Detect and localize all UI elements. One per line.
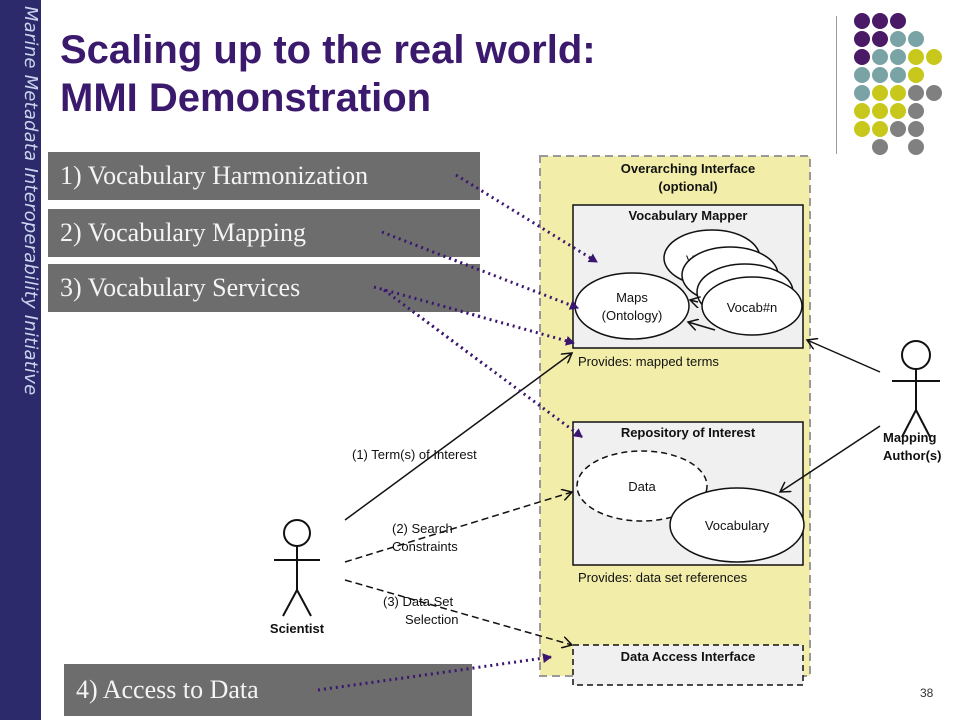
dot: [872, 103, 888, 119]
vocab-n-ellipse: [701, 276, 803, 336]
data-access-title: Data Access Interface: [621, 649, 756, 664]
sidebar-title: Marine Metadata Interoperability Initiat…: [20, 6, 41, 396]
page-number: 38: [920, 686, 934, 700]
label-vocabulary-services: 3) Vocabulary Services: [48, 264, 480, 312]
slide-title: Scaling up to the real world: MMI Demons…: [60, 26, 820, 122]
dot: [872, 139, 888, 155]
data-access-box: [572, 644, 804, 686]
overarching-title-line2: (optional): [658, 179, 717, 194]
search-constraints-arrow: [344, 492, 572, 563]
dot: [890, 121, 906, 137]
ontology-label: (Ontology): [602, 308, 663, 323]
overarching-title-line1: Overarching Interface: [621, 161, 755, 176]
dot: [854, 31, 870, 47]
search-constraints-line1: (2) Search: [392, 521, 453, 536]
dot: [854, 49, 870, 65]
callout-arrow-mapping: [381, 230, 579, 310]
term-of-interest-arrow: [344, 353, 572, 521]
dot: [854, 85, 870, 101]
dot: [908, 139, 924, 155]
dataset-selection-line2: Selection: [405, 612, 458, 627]
dot: [908, 31, 924, 47]
label-vocabulary-harmonization: 1) Vocabulary Harmonization: [48, 152, 480, 200]
dot: [854, 67, 870, 83]
mapping-authors-line1: Mapping: [883, 430, 936, 445]
scientist-label: Scientist: [270, 621, 325, 636]
vocabulary-label: Vocabulary: [705, 518, 770, 533]
dot: [854, 103, 870, 119]
data-ellipse: [576, 450, 708, 522]
dot: [854, 13, 870, 29]
dot: [908, 121, 924, 137]
maps-ontology-ellipse: [574, 272, 690, 340]
author-to-mapper-arrow: [807, 340, 881, 373]
mapping-author-actor-icon: [892, 340, 940, 438]
provides-data-set-references: Provides: data set references: [578, 570, 748, 585]
label-access-to-data: 4) Access to Data: [64, 664, 472, 716]
repository-title: Repository of Interest: [621, 425, 756, 440]
dot: [926, 49, 942, 65]
dot: [890, 103, 906, 119]
dot: [908, 49, 924, 65]
provides-mapped-terms: Provides: mapped terms: [578, 354, 719, 369]
mapping-authors-line2: Author(s): [883, 448, 942, 463]
dot: [890, 85, 906, 101]
dot: [890, 67, 906, 83]
scientist-actor-icon: [274, 519, 320, 617]
callout-arrow-harmonization: [455, 173, 598, 264]
dot: [908, 103, 924, 119]
dot: [872, 85, 888, 101]
title-divider: [836, 16, 837, 154]
slide-title-line2: MMI Demonstration: [60, 76, 432, 120]
dot: [854, 121, 870, 137]
slide-title-line1: Scaling up to the real world:: [60, 28, 596, 72]
dot: [872, 67, 888, 83]
vocab-to-maps-arrow-2: [688, 322, 716, 331]
dot: [872, 31, 888, 47]
label-vocabulary-mapping: 2) Vocabulary Mapping: [48, 209, 480, 257]
search-constraints-line2: Constraints: [392, 539, 458, 554]
term-of-interest-label: (1) Term(s) of Interest: [352, 447, 477, 462]
maps-label: Maps: [616, 290, 648, 305]
dot: [926, 85, 942, 101]
vocab-n-label: Vocab#n: [727, 300, 778, 315]
author-to-repo-arrow: [780, 425, 881, 492]
data-label: Data: [628, 479, 656, 494]
dot: [908, 85, 924, 101]
dot: [872, 121, 888, 137]
vocab-to-maps-arrow: [690, 300, 698, 302]
vocabulary-mapper-title: Vocabulary Mapper: [629, 208, 748, 223]
sidebar: Marine Metadata Interoperability Initiat…: [0, 0, 41, 720]
dataset-selection-line1: (3) Data Set: [383, 594, 453, 609]
vocabulary-ellipse: [669, 487, 805, 563]
dot: [908, 67, 924, 83]
dot: [890, 13, 906, 29]
callout-arrow-services-2: [383, 288, 583, 439]
dot: [890, 31, 906, 47]
dot: [890, 49, 906, 65]
dot: [872, 49, 888, 65]
dataset-selection-arrow: [344, 579, 572, 645]
dot: [872, 13, 888, 29]
